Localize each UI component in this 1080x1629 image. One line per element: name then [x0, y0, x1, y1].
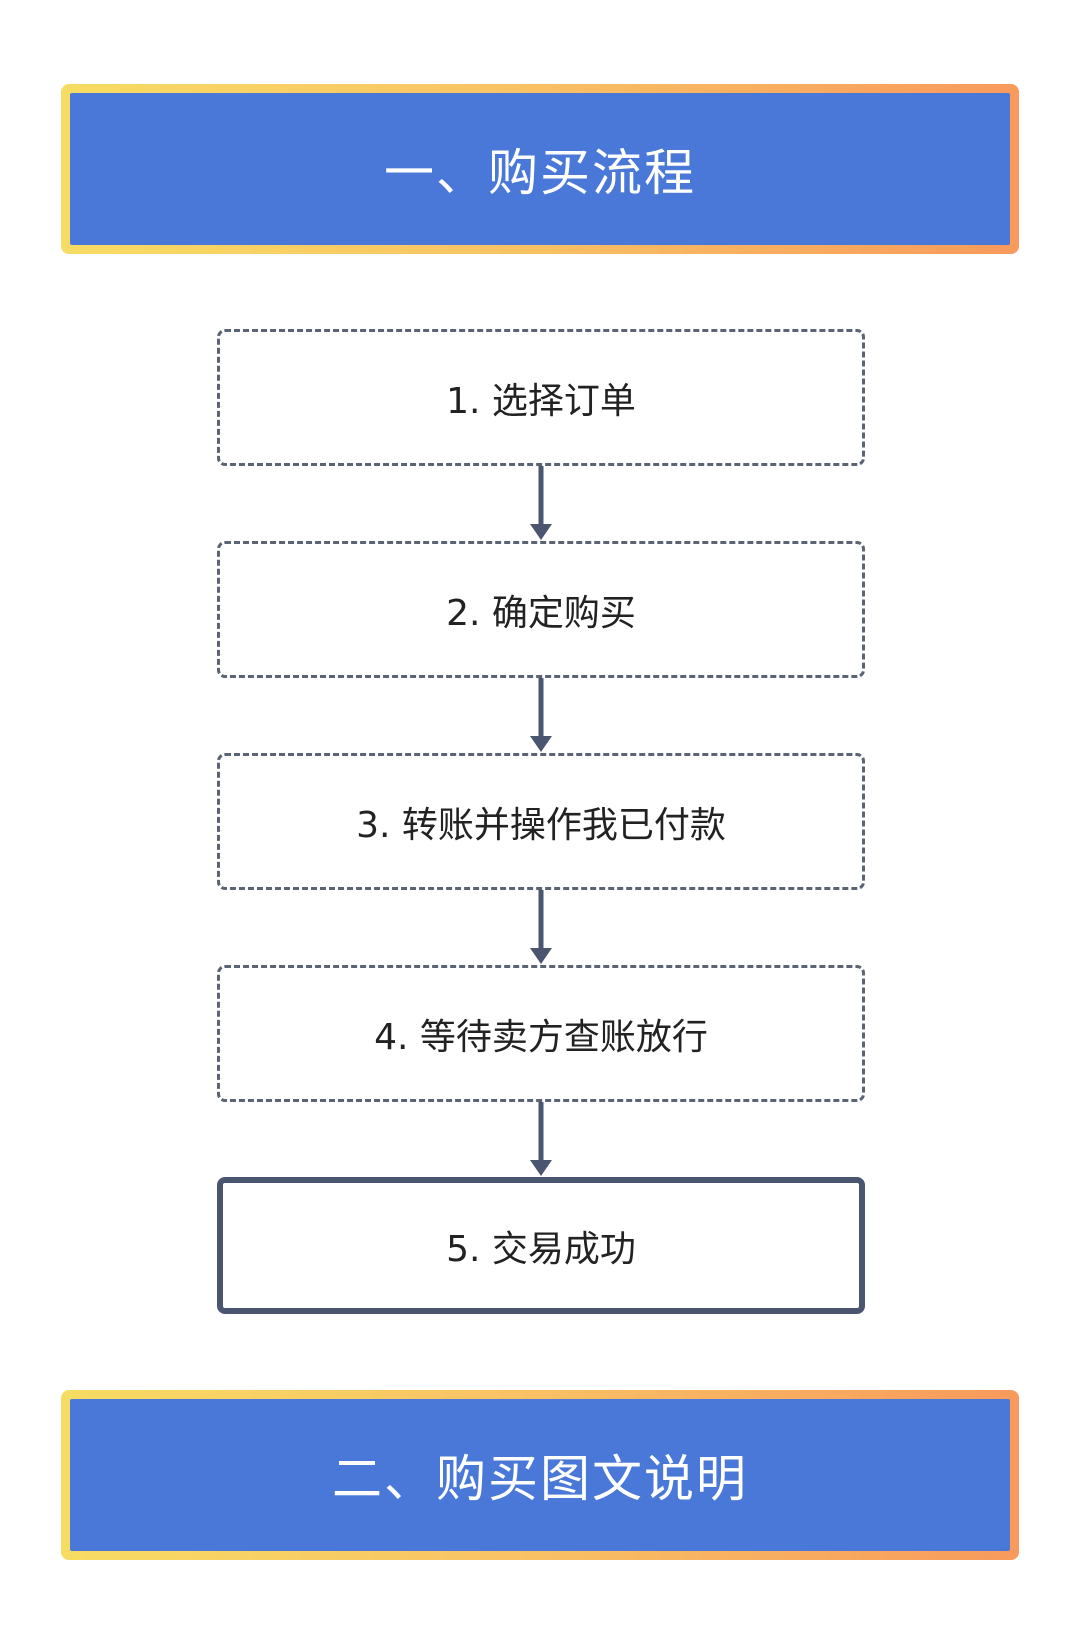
flow-step-trade-success: 5. 交易成功	[217, 1177, 865, 1314]
arrow-down-icon	[530, 890, 552, 964]
flow-step-label: 3. 转账并操作我已付款	[356, 804, 726, 846]
flow-step-select-order: 1. 选择订单	[217, 329, 865, 466]
flow-step-transfer-and-mark-paid: 3. 转账并操作我已付款	[217, 753, 865, 890]
flow-step-confirm-purchase: 2. 确定购买	[217, 541, 865, 678]
flow-step-label: 4. 等待卖方查账放行	[374, 1016, 708, 1058]
flow-step-label: 5. 交易成功	[446, 1228, 636, 1270]
arrow-down-icon	[530, 1102, 552, 1176]
arrow-down-icon	[530, 678, 552, 752]
section-title-purchase-illustrated-guide: 二、购买图文说明	[70, 1399, 1010, 1551]
flow-step-label: 2. 确定购买	[446, 592, 636, 634]
section-header-purchase-illustrated-guide: 二、购买图文说明	[61, 1390, 1019, 1560]
section-title-purchase-process: 一、购买流程	[70, 93, 1010, 245]
section-header-purchase-process: 一、购买流程	[61, 84, 1019, 254]
arrow-down-icon	[530, 466, 552, 540]
flow-step-label: 1. 选择订单	[446, 380, 636, 422]
flow-step-wait-seller-release: 4. 等待卖方查账放行	[217, 965, 865, 1102]
